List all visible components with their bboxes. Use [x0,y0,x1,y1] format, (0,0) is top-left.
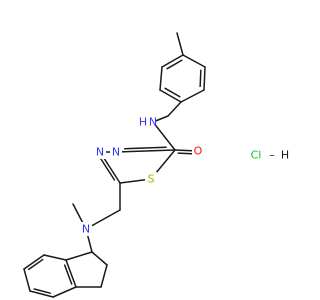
amide-nitrogen-label: N [149,116,157,129]
tolyl-ring-bond [159,66,163,91]
tolyl-double-bond [199,69,202,88]
indane-double-bond [27,258,44,271]
carbonyl-double-bond [177,152,196,155]
indane-bond [23,254,45,270]
indane-bond [43,254,67,261]
molecule-drawing: H N O N N S N Cl – H [23,32,289,298]
indane-bond [65,259,77,288]
tolyl-ring-bond [180,89,205,103]
indane-bond [100,264,108,288]
indane-bond [91,251,108,266]
tolyl-ring-bond [159,89,182,103]
benzyl-bond [167,101,182,117]
thiadiazole-double-bond [123,146,167,150]
hydrogen-label: H [281,149,289,162]
amine-nitrogen-label: N [82,223,90,236]
indane-double-bond [63,264,73,285]
ring-n4-bg [94,145,106,159]
tolyl-ring-bond [203,66,206,91]
thiadiazole-bond [115,149,176,153]
indane-double-bond [33,288,52,294]
chlorine-label: Cl [251,149,262,162]
amine-n-bg [80,222,92,236]
carbonyl-o-bg [192,144,204,158]
indane-bond [23,268,31,292]
tolyl-ring-bond [161,54,184,68]
ch2-n-bond [152,115,169,123]
ring-s-bg [145,172,157,186]
ring-nitrogen-3-label: N [112,146,120,159]
tolyl-ring-bond [182,54,206,68]
carbonyl-oxygen-label: O [194,145,203,158]
tolyl-double-bond [166,59,183,70]
amide-n-bg [143,115,155,129]
ring-sulfur-label: S [148,173,155,186]
methyl-bond [176,32,184,56]
ring-nitrogen-4-label: N [96,146,104,159]
tolyl-double-bond [164,87,181,98]
amide-bond [152,121,176,151]
indane-bond [52,286,77,298]
salt-bond-symbol: – [269,149,275,162]
indane-bond [65,251,93,261]
indane-bond [29,290,54,298]
ring-n3-bg [110,145,122,159]
amide-h-label: H [139,116,147,129]
thiadiazole-double-bond [99,157,116,181]
structure-canvas: H N O N N S N Cl – H [23,32,290,298]
